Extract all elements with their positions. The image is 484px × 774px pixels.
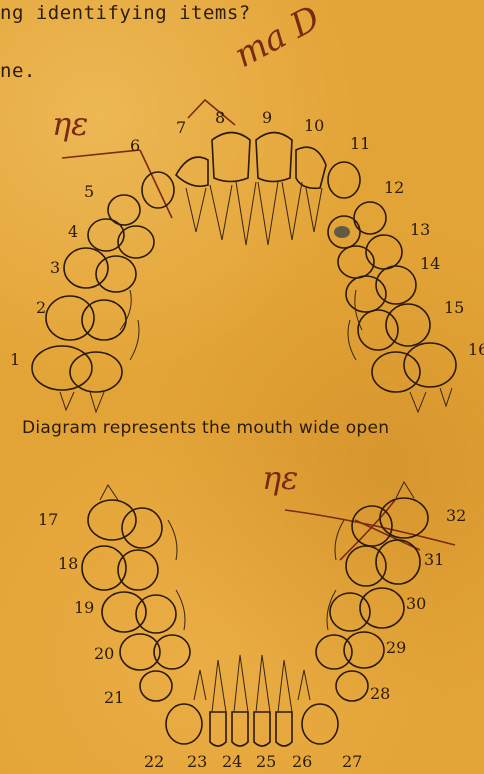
upper-number-9: 9	[262, 110, 272, 126]
lower-number-29: 29	[386, 640, 406, 656]
tooth-25	[254, 712, 270, 746]
lower-number-30: 30	[406, 596, 426, 612]
tooth-13	[366, 235, 402, 269]
lower-number-23: 23	[187, 754, 207, 770]
tooth-17	[88, 500, 136, 540]
upper-number-5: 5	[84, 184, 94, 200]
tooth-15	[386, 304, 430, 346]
upper-number-2: 2	[36, 300, 46, 316]
lower-number-22: 22	[144, 754, 164, 770]
tooth-8	[212, 133, 250, 182]
lower-number-25: 25	[256, 754, 276, 770]
lower-number-19: 19	[74, 600, 94, 616]
upper-number-16: 16	[468, 342, 484, 358]
tooth-11	[328, 162, 360, 198]
upper-number-13: 13	[410, 222, 430, 238]
lower-number-26: 26	[292, 754, 312, 770]
tooth-22	[166, 704, 202, 744]
lower-number-21: 21	[104, 690, 124, 706]
diagram-caption: Diagram represents the mouth wide open	[22, 418, 482, 438]
tooth-19	[102, 592, 146, 632]
upper-number-1: 1	[10, 352, 20, 368]
upper-number-3: 3	[50, 260, 60, 276]
lower-number-31: 31	[424, 552, 444, 568]
upper-number-6: 6	[130, 138, 140, 154]
upper-number-7: 7	[176, 120, 186, 136]
tooth-10	[296, 147, 326, 188]
lower-number-18: 18	[58, 556, 78, 572]
lower-number-28: 28	[370, 686, 390, 702]
upper-number-10: 10	[304, 118, 324, 134]
upper-number-14: 14	[420, 256, 440, 272]
tooth-1	[32, 346, 92, 390]
tooth-29	[344, 632, 384, 668]
upper-number-4: 4	[68, 224, 78, 240]
tooth-14	[376, 266, 416, 304]
lower-number-27: 27	[342, 754, 362, 770]
lower-number-24: 24	[222, 754, 242, 770]
tooth-9	[256, 133, 292, 182]
upper-number-11: 11	[350, 136, 370, 152]
tooth-27	[302, 704, 338, 744]
tooth-3	[64, 248, 108, 288]
lower-number-17: 17	[38, 512, 58, 528]
tooth-16	[404, 343, 456, 387]
upper-number-12: 12	[384, 180, 404, 196]
upper-number-8: 8	[215, 110, 225, 126]
tooth-28	[336, 671, 368, 701]
upper-number-15: 15	[444, 300, 464, 316]
tooth-18	[82, 546, 126, 590]
tooth-26	[276, 712, 292, 746]
tooth-7	[176, 157, 208, 186]
tooth-5	[108, 195, 140, 225]
tooth-23	[210, 712, 226, 746]
upper-jaw	[32, 133, 456, 413]
lower-number-20: 20	[94, 646, 114, 662]
lower-number-32: 32	[446, 508, 466, 524]
tooth-24	[232, 712, 248, 746]
tooth-12	[354, 202, 386, 234]
tooth-21	[140, 671, 172, 701]
